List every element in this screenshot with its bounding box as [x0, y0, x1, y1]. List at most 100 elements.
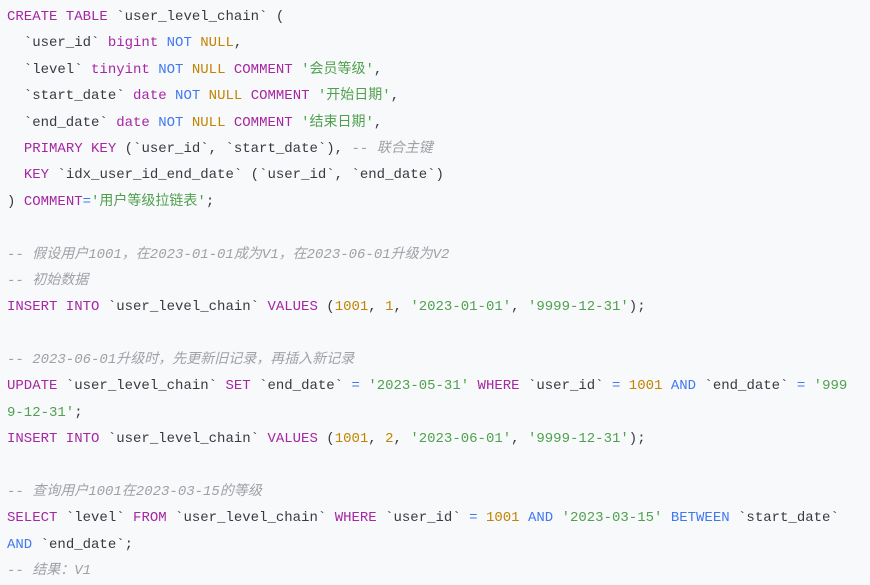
- code-line: -- 假设用户1001，在2023-01-01成为V1，在2023-06-01升…: [7, 242, 870, 268]
- code-text: [805, 378, 813, 394]
- sql-string: 9-12-31': [7, 404, 75, 421]
- code-text: `level`: [7, 61, 92, 78]
- code-text: `user_level_chain`: [99, 299, 268, 316]
- code-line: KEY `idx_user_id_end_date` (`user_id`, `…: [7, 162, 870, 188]
- sql-keyword: PRIMARY KEY: [23, 140, 117, 157]
- code-text: [520, 510, 528, 526]
- code-text: );: [628, 299, 646, 316]
- code-text: [478, 510, 486, 526]
- code-line: 9-12-31';: [7, 400, 870, 426]
- sql-string: '2023-03-15': [561, 510, 663, 527]
- sql-keyword: CREATE TABLE: [7, 9, 108, 25]
- sql-keyword: UPDATE: [7, 378, 58, 395]
- sql-operator: AND: [527, 510, 554, 527]
- sql-keyword: COMMENT: [233, 61, 293, 78]
- sql-keyword: INSERT INTO: [7, 431, 100, 448]
- code-text: [662, 510, 670, 526]
- code-text: [310, 88, 318, 104]
- code-text: (`user_id`, `start_date`),: [116, 140, 352, 157]
- code-line: -- 查询用户1001在2023-03-15的等级: [7, 479, 870, 505]
- sql-number: 1001: [628, 378, 663, 395]
- sql-number: 2: [385, 431, 394, 448]
- sql-number: NULL: [208, 88, 243, 105]
- code-text: ,: [233, 35, 243, 52]
- sql-string: '用户等级拉链表': [91, 193, 206, 210]
- code-line: ) COMMENT='用户等级拉链表';: [7, 189, 870, 215]
- code-text: `start_date`: [729, 510, 839, 527]
- sql-operator: =: [469, 510, 478, 527]
- sql-string: '开始日期': [317, 88, 391, 105]
- sql-keyword: FROM: [133, 510, 167, 527]
- code-line: -- 初始数据: [7, 268, 870, 294]
- sql-string: '结束日期': [301, 114, 374, 131]
- code-line: `start_date` date NOT NULL COMMENT '开始日期…: [7, 83, 870, 109]
- sql-number: NULL: [191, 114, 226, 131]
- sql-number: 1001: [334, 299, 369, 316]
- code-text: (: [317, 299, 335, 316]
- code-text: [7, 141, 24, 157]
- sql-number: NULL: [191, 61, 226, 78]
- code-line: CREATE TABLE `user_level_chain` (: [7, 4, 870, 30]
- code-line: [7, 215, 870, 241]
- sql-operator: NOT: [158, 114, 184, 131]
- code-line: -- 结果：V1: [7, 558, 870, 584]
- sql-operator: =: [611, 378, 621, 395]
- code-line: UPDATE `user_level_chain` SET `end_date`…: [7, 373, 870, 399]
- sql-operator: NOT: [166, 35, 192, 52]
- code-line: SELECT `level` FROM `user_level_chain` W…: [7, 505, 870, 531]
- code-text: `end_date`: [250, 378, 352, 395]
- sql-number: 1001: [334, 431, 369, 448]
- code-text: [620, 378, 628, 394]
- sql-keyword: COMMENT: [250, 88, 310, 105]
- code-text: `user_id`: [376, 510, 470, 527]
- code-line: `end_date` date NOT NULL COMMENT '结束日期',: [7, 110, 870, 136]
- code-text: ,: [373, 61, 383, 78]
- sql-comment: -- 查询用户1001在2023-03-15的等级: [7, 484, 262, 501]
- code-text: [150, 62, 158, 78]
- code-line: [7, 321, 870, 347]
- code-line: `level` tinyint NOT NULL COMMENT '会员等级',: [7, 57, 870, 83]
- code-text: [167, 88, 175, 104]
- sql-string: '2023-05-31': [368, 378, 470, 395]
- sql-operator: AND: [670, 378, 697, 395]
- sql-keyword: WHERE: [477, 378, 520, 395]
- code-text: [183, 62, 191, 78]
- code-line: PRIMARY KEY (`user_id`, `start_date`), -…: [7, 136, 870, 162]
- code-text: [293, 62, 301, 78]
- sql-keyword: KEY: [23, 167, 50, 184]
- code-text: `idx_user_id_end_date` (`user_id`, `end_…: [49, 167, 444, 184]
- sql-keyword: WHERE: [334, 510, 377, 527]
- code-text: `user_level_chain`: [57, 378, 226, 395]
- code-line: `user_id` bigint NOT NULL,: [7, 30, 870, 56]
- sql-number: 1001: [485, 510, 520, 527]
- sql-string: '9999-12-31': [527, 431, 629, 448]
- sql-keyword: tinyint: [91, 61, 150, 78]
- sql-number: NULL: [200, 35, 234, 52]
- code-text: ;: [74, 404, 83, 421]
- sql-number: 1: [385, 299, 394, 316]
- code-line: AND `end_date`;: [7, 532, 870, 558]
- code-text: `end_date`: [696, 378, 797, 395]
- sql-string: '2023-01-01': [410, 299, 512, 316]
- sql-keyword: SELECT: [7, 510, 58, 527]
- sql-string: '2023-06-01': [410, 431, 512, 448]
- code-text: );: [628, 431, 646, 448]
- code-text: ,: [393, 431, 411, 448]
- sql-string: '999: [813, 378, 848, 395]
- sql-keyword: bigint: [107, 35, 159, 52]
- sql-keyword: date: [116, 114, 150, 131]
- sql-keyword: INSERT INTO: [7, 299, 100, 316]
- sql-comment: -- 结果：V1: [7, 563, 92, 580]
- code-text: [225, 62, 233, 78]
- code-text: ): [7, 193, 24, 210]
- code-line: INSERT INTO `user_level_chain` VALUES (1…: [7, 426, 870, 452]
- code-text: [183, 115, 191, 131]
- code-text: `end_date`: [7, 114, 117, 131]
- code-text: ,: [368, 299, 386, 316]
- sql-string: '9999-12-31': [527, 299, 629, 316]
- code-text: [150, 115, 158, 131]
- code-text: [469, 378, 477, 394]
- code-text: [553, 510, 561, 526]
- sql-operator: =: [796, 378, 806, 395]
- code-text: (: [317, 431, 335, 448]
